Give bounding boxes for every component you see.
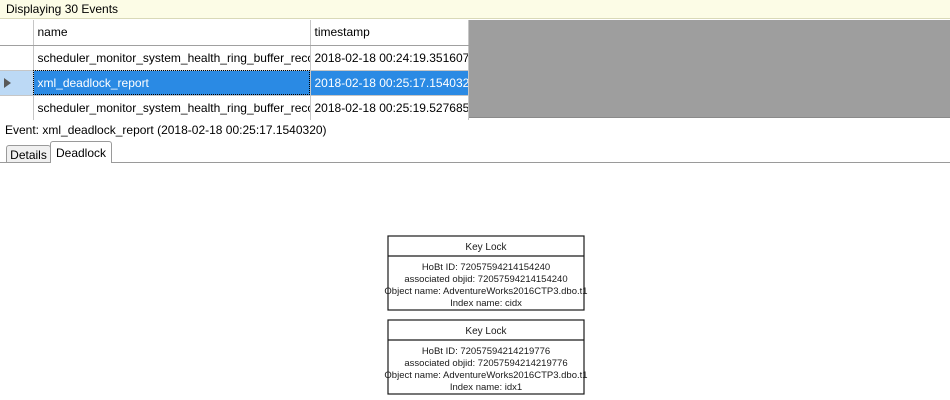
row-selector-cell[interactable] [0, 95, 34, 121]
key-lock-top-line-3: Index name: cidx [450, 298, 522, 309]
key-lock-bottom-line-1: associated objid: 72057594214219776 [404, 358, 567, 369]
key-lock-bottom-line-0: HoBt ID: 72057594214219776 [422, 346, 550, 357]
table-row-selected[interactable]: xml_deadlock_report 2018-02-18 00:25:17.… [0, 70, 469, 96]
deadlock-graph-svg: Request Mode: S Owner Mode: X Owner Mode… [384, 235, 588, 395]
key-lock-bottom-line-2: Object name: AdventureWorks2016CTP3.dbo.… [384, 370, 587, 381]
event-header: Event: xml_deadlock_report (2018-02-18 0… [0, 120, 950, 140]
events-table-body: scheduler_monitor_system_health_ring_buf… [0, 45, 469, 121]
row-selector-cell[interactable] [0, 45, 34, 71]
column-header-timestamp[interactable]: timestamp [310, 20, 469, 46]
resource-node-key-lock-bottom[interactable]: Key Lock HoBt ID: 72057594214219776 asso… [384, 319, 588, 395]
column-header-selector[interactable] [0, 20, 34, 46]
tab-details[interactable]: Details [6, 145, 51, 163]
table-row[interactable]: scheduler_monitor_system_health_ring_buf… [0, 45, 469, 71]
resource-node-key-lock-top[interactable]: Key Lock HoBt ID: 72057594214154240 asso… [384, 235, 588, 311]
events-grid[interactable]: name timestamp scheduler_monitor_system_… [0, 20, 950, 121]
events-table-header: name timestamp [0, 20, 469, 46]
tab-deadlock[interactable]: Deadlock [50, 141, 112, 163]
tab-seam-mask [1, 163, 111, 164]
deadlock-graph-panel[interactable]: Request Mode: S Owner Mode: X Owner Mode… [0, 162, 950, 400]
header-row: name timestamp [0, 20, 469, 46]
tab-details-label: Details [10, 147, 47, 162]
cell-name[interactable]: scheduler_monitor_system_health_ring_buf… [33, 45, 311, 71]
key-lock-bottom-title: Key Lock [465, 326, 507, 337]
cell-name[interactable]: xml_deadlock_report [33, 70, 311, 96]
events-count-banner: Displaying 30 Events [0, 0, 950, 19]
events-table: name timestamp scheduler_monitor_system_… [0, 20, 469, 121]
table-row[interactable]: scheduler_monitor_system_health_ring_buf… [0, 95, 469, 121]
events-count-label: Displaying 30 Events [6, 2, 119, 16]
key-lock-top-line-0: HoBt ID: 72057594214154240 [422, 262, 550, 273]
tab-deadlock-label: Deadlock [55, 145, 107, 160]
key-lock-top-line-1: associated objid: 72057594214154240 [404, 274, 567, 285]
tab-strip: Details Deadlock [0, 141, 950, 163]
column-header-name[interactable]: name [33, 20, 311, 46]
event-header-label: Event: xml_deadlock_report (2018-02-18 0… [5, 123, 327, 137]
cell-timestamp[interactable]: 2018-02-18 00:25:19.5276859 [310, 95, 469, 121]
current-row-arrow-icon [4, 78, 11, 89]
cell-name[interactable]: scheduler_monitor_system_health_ring_buf… [33, 95, 311, 121]
key-lock-bottom-line-3: Index name: idx1 [450, 382, 522, 393]
row-selector-cell[interactable] [0, 70, 34, 96]
cell-timestamp[interactable]: 2018-02-18 00:25:17.1540320 [310, 70, 469, 96]
key-lock-top-line-2: Object name: AdventureWorks2016CTP3.dbo.… [384, 286, 587, 297]
key-lock-top-title: Key Lock [465, 242, 507, 253]
cell-timestamp[interactable]: 2018-02-18 00:24:19.3516078 [310, 45, 469, 71]
